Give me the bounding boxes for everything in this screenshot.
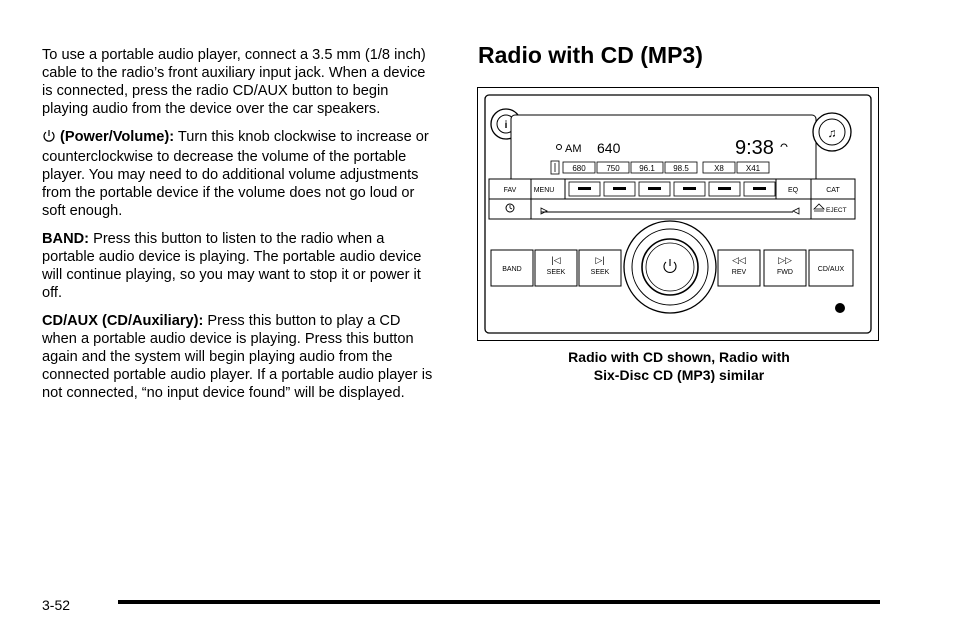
band-button[interactable]: BAND xyxy=(490,249,534,287)
power-volume-text: Turn this knob clockwise to increase or … xyxy=(42,129,429,219)
soft-key-button[interactable] xyxy=(638,181,671,197)
clock-icon[interactable] xyxy=(505,203,515,213)
power-volume-term: (Power/Volume): xyxy=(60,129,175,145)
cdaux-text: Press this button to play a CD when a po… xyxy=(42,313,433,401)
eject-icon[interactable] xyxy=(813,203,825,212)
page-number: 3-52 xyxy=(42,597,71,613)
eject-button[interactable]: EJECT xyxy=(826,207,847,214)
soft-key-button[interactable] xyxy=(708,181,741,197)
music-knob: ♫ xyxy=(812,112,852,152)
preset-button[interactable]: 96.1 xyxy=(630,161,664,174)
preset-label: X41 xyxy=(746,164,761,173)
radio-illustration: i AM 640 9:38 680 750 96.1 98.5 X8 X41 ♫ xyxy=(477,87,879,341)
svg-text:FWD: FWD xyxy=(777,269,793,276)
display-band: AM xyxy=(565,143,582,155)
cdaux-term: CD/AUX (CD/Auxiliary): xyxy=(42,313,204,329)
preset-list: 680 750 96.1 98.5 X8 X41 xyxy=(562,161,770,174)
fav-button[interactable]: FAV xyxy=(504,187,517,194)
soft-key-button[interactable] xyxy=(743,181,776,197)
menu-button[interactable]: MENU xyxy=(534,187,555,194)
svg-text:i: i xyxy=(505,120,508,131)
preset-label: 750 xyxy=(606,164,620,173)
preset-icon xyxy=(550,160,560,175)
power-icon xyxy=(663,259,677,273)
soft-key-button[interactable] xyxy=(603,181,636,197)
seek-back-button[interactable]: |◁ SEEK xyxy=(534,249,578,287)
band-paragraph: BAND: Press this button to listen to the… xyxy=(42,230,437,302)
preset-button[interactable]: 680 xyxy=(562,161,596,174)
svg-text:SEEK: SEEK xyxy=(547,269,566,276)
music-note-icon: ♫ xyxy=(828,126,837,140)
svg-text:REV: REV xyxy=(732,269,747,276)
seek-back-icon: |◁ xyxy=(551,255,560,265)
caption-line-2: Six-Disc CD (MP3) similar xyxy=(593,367,765,383)
signal-icon xyxy=(780,143,788,148)
eq-button[interactable]: EQ xyxy=(788,187,799,194)
preset-label: X8 xyxy=(714,164,724,173)
display-clock: 9:38 xyxy=(735,137,774,159)
section-heading: Radio with CD (MP3) xyxy=(478,42,703,68)
preset-label: 98.5 xyxy=(673,164,689,173)
band-indicator-icon xyxy=(556,144,562,150)
soft-key-button[interactable] xyxy=(568,181,601,197)
svg-text:CD/AUX: CD/AUX xyxy=(818,266,845,273)
svg-text:SEEK: SEEK xyxy=(591,269,610,276)
cd-slot xyxy=(540,207,800,215)
preset-label: 96.1 xyxy=(639,164,655,173)
caption-line-1: Radio with CD shown, Radio with xyxy=(568,349,790,365)
rewind-icon: ◁◁ xyxy=(732,255,746,265)
preset-button[interactable]: X41 xyxy=(736,161,770,174)
figure-caption: Radio with CD shown, Radio with Six-Disc… xyxy=(478,348,880,384)
fast-forward-icon: ▷▷ xyxy=(778,255,792,265)
cat-button[interactable]: CAT xyxy=(826,187,840,194)
preset-button[interactable]: 750 xyxy=(596,161,630,174)
fwd-button[interactable]: ▷▷ FWD xyxy=(763,249,807,287)
band-term: BAND: xyxy=(42,231,90,247)
power-volume-paragraph: (Power/Volume): Turn this knob clockwise… xyxy=(42,128,437,220)
preset-button[interactable]: X8 xyxy=(702,161,736,174)
svg-text:BAND: BAND xyxy=(502,266,521,273)
power-icon xyxy=(42,129,56,148)
preset-button[interactable]: 98.5 xyxy=(664,161,698,174)
seek-forward-button[interactable]: ▷| SEEK xyxy=(578,249,622,287)
soft-keys xyxy=(568,181,776,197)
cdaux-button[interactable]: CD/AUX xyxy=(808,249,854,287)
footer-rule xyxy=(118,600,880,604)
aux-input-jack xyxy=(835,303,845,313)
body-text-column: To use a portable audio player, connect … xyxy=(42,46,437,412)
soft-key-button[interactable] xyxy=(673,181,706,197)
seek-forward-icon: ▷| xyxy=(595,255,604,265)
cdaux-paragraph: CD/AUX (CD/Auxiliary): Press this button… xyxy=(42,312,437,402)
power-volume-knob[interactable] xyxy=(623,220,717,314)
display-frequency: 640 xyxy=(597,140,621,156)
preset-label: 680 xyxy=(572,164,586,173)
band-text: Press this button to listen to the radio… xyxy=(42,231,422,301)
intro-paragraph: To use a portable audio player, connect … xyxy=(42,47,426,117)
rev-button[interactable]: ◁◁ REV xyxy=(717,249,761,287)
